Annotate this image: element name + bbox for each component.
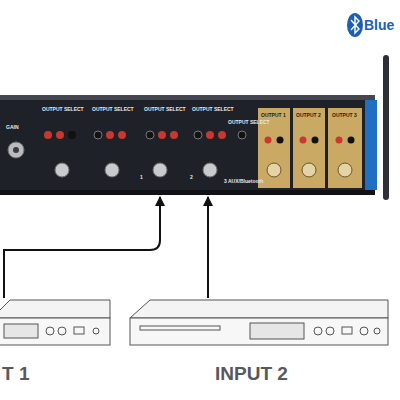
antenna: [383, 55, 389, 200]
bluetooth-logo: [347, 13, 363, 37]
input-label: T 1: [2, 364, 29, 383]
cd-player-1: [0, 300, 110, 345]
rack-body: [0, 95, 375, 195]
input-jacks: [44, 131, 246, 139]
panel-label: OUTPUT 3: [332, 113, 357, 118]
panel-label: OUTPUT SELECT: [42, 107, 84, 112]
input-device: INPUT 2: [130, 298, 388, 346]
rack-bottom-edge: [0, 190, 375, 195]
panel-label: OUTPUT SELECT: [228, 120, 270, 125]
input-device: T 1: [0, 298, 110, 346]
panel-label: OUTPUT 2: [296, 113, 321, 118]
output-panels: [258, 108, 362, 188]
panel-label: OUTPUT SELECT: [92, 107, 134, 112]
panel-label: GAIN: [6, 125, 19, 130]
signal-arrow: [207, 197, 209, 298]
panel-label: 3 AUX/Bluetooth: [224, 179, 263, 184]
panel-label: 2: [190, 175, 193, 180]
mixer-rack: GAIN OUTPUT SELECT OUTPUT SELECT OUTPUT SEL…: [0, 95, 375, 195]
panel-label: OUTPUT SELECT: [144, 107, 186, 112]
rack-top-edge: [0, 95, 375, 100]
panel-label: OUTPUT SELECT: [192, 107, 234, 112]
cd-player-2: [130, 300, 388, 345]
panel-label: 1: [140, 175, 143, 180]
bluetooth-module: [365, 100, 377, 190]
bluetooth-text: Blue: [364, 18, 394, 32]
input-label: INPUT 2: [215, 364, 288, 383]
signal-arrow: [4, 197, 160, 298]
knob-cap: [13, 147, 19, 153]
panel-label: OUTPUT 1: [261, 113, 286, 118]
gain-knob: [8, 142, 24, 158]
bluetooth-rune: [351, 17, 359, 33]
